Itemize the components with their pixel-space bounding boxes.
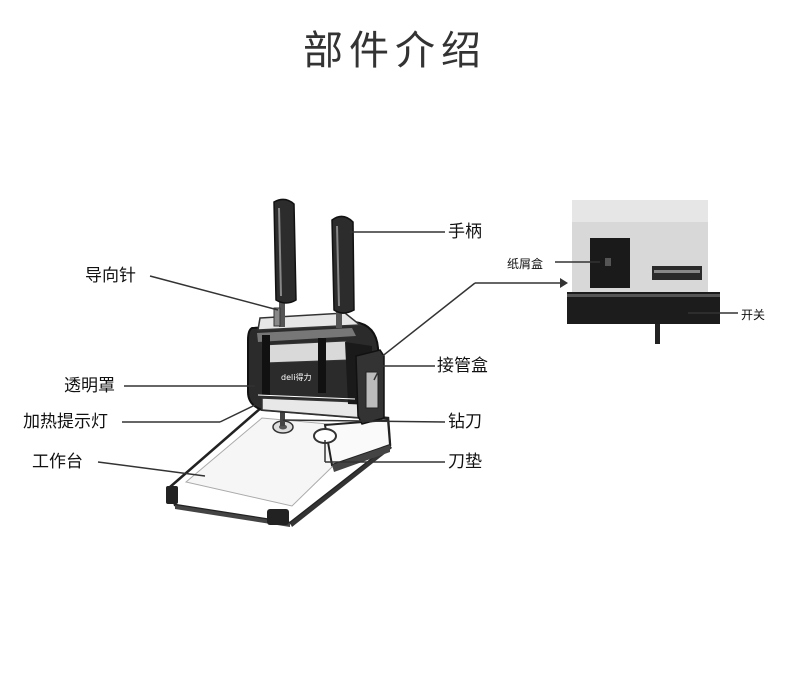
label-switch: 开关 [741, 308, 766, 322]
label-tube-box: 接管盒 [437, 356, 488, 376]
brand-logo: deli得力 [281, 372, 311, 382]
label-heating-light: 加热提示灯 [23, 412, 108, 432]
label-handle: 手柄 [448, 222, 482, 242]
label-worktable: 工作台 [32, 452, 83, 472]
page-title: 部件介绍 [303, 28, 487, 74]
guide-pin-shape [273, 307, 281, 327]
leader-lines [97, 231, 560, 477]
label-transparent-cover: 透明罩 [64, 376, 115, 396]
tube-box-shape [355, 349, 385, 425]
scrap-box-inset [567, 200, 720, 344]
label-blade-pad: 刀垫 [448, 452, 482, 472]
label-drill-bit: 钻刀 [448, 412, 482, 432]
handle-right-shape [331, 215, 355, 328]
label-guide-pin: 导向针 [85, 266, 136, 286]
handle-left-shape [273, 198, 297, 327]
label-scrap-box: 纸屑盒 [507, 257, 544, 271]
